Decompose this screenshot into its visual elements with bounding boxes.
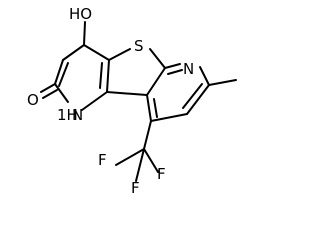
fluorine-bottom-label: F [131, 179, 140, 197]
sulfur-label: S [134, 37, 144, 55]
bond-cf3-f-bottom [135, 148, 145, 182]
bond-c8a-n-double [167, 69, 183, 75]
bond-c4-cf3 [143, 120, 152, 150]
bond-s-c8a [149, 48, 166, 69]
bond-c7-c6 [62, 44, 85, 61]
amide-n-label: N [72, 106, 83, 124]
bond-c8a-n [164, 63, 181, 69]
bond-c3a-c4b [106, 91, 148, 96]
fluorine-left-label: F [157, 165, 166, 183]
amide-nh-label: 1H [57, 106, 78, 124]
bond-c6-c5-double [58, 62, 69, 87]
hydroxyl-label: HO [69, 5, 92, 23]
bond-c5-o [40, 83, 56, 93]
atom-labels: HO S N O 1H N F F F [27, 5, 194, 197]
pyridine-nitrogen-label: N [183, 60, 194, 78]
bond-cf3-f-left [115, 148, 145, 166]
bond-c2-c3 [186, 84, 210, 115]
bond-c4-c4b [146, 94, 152, 122]
bond-c7a-c7 [83, 44, 110, 61]
bond-c3-c4 [150, 113, 188, 122]
fluorine-top-label: F [98, 151, 107, 169]
bond-c5-n4 [54, 83, 69, 103]
chemical-structure-diagram: HO S N O 1H N F F F [27, 5, 237, 197]
bond-lines [40, 21, 237, 182]
bond-c7-oh [83, 21, 86, 46]
bond-c7a-s [108, 48, 131, 61]
bond-n-c2 [199, 66, 210, 86]
bond-cf3-f-top [143, 148, 159, 173]
bond-c2-methyl [208, 79, 237, 86]
carbonyl-oxygen-label: O [27, 91, 39, 109]
bond-n4-c3a [81, 91, 108, 111]
bond-c2-c3-double [182, 83, 203, 109]
bond-c3a-c7a [106, 59, 110, 93]
bond-c4-c4b-double [153, 98, 158, 118]
bond-c6-c5 [54, 59, 64, 85]
bond-c8a-c4b [146, 67, 166, 96]
bond-c5-o-double [42, 89, 58, 99]
bond-c3a-c7a-inner [99, 62, 103, 89]
